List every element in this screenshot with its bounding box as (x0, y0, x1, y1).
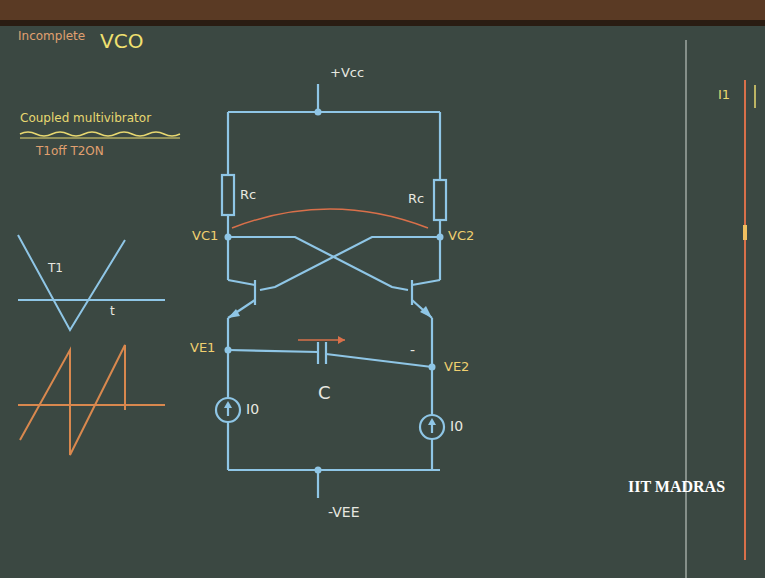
chalk-label: t (110, 305, 115, 318)
board-divider (685, 40, 687, 578)
triangle-wave (18, 235, 165, 330)
chalk-label: +Vcc (330, 66, 364, 80)
chalk-label: C (318, 383, 331, 403)
underline (20, 137, 180, 138)
chalk-label: T1 (48, 262, 63, 275)
chalk-label: Coupled multivibrator (20, 112, 151, 125)
chalk-label: -VEE (328, 505, 360, 520)
chalk-label: Rc (240, 188, 256, 202)
chalk-label: I0 (450, 419, 463, 434)
chalk-label: - (410, 343, 415, 358)
chalk-label: VC1 (192, 229, 218, 243)
wavy-underline (20, 132, 180, 136)
axis-mark (743, 225, 747, 240)
circuit-dots (224, 109, 444, 474)
chalk-label: I0 (246, 402, 259, 417)
chalk-label: VE2 (444, 360, 469, 374)
feedback-arrow (232, 209, 428, 228)
multivibrator-circuit (216, 84, 446, 498)
right-arrow (754, 85, 756, 108)
time-axis (744, 80, 746, 560)
sawtooth-wave (18, 345, 165, 455)
chalk-label: IIT MADRAS (628, 478, 725, 496)
chalk-label: Rc (408, 192, 424, 206)
board-frame-edge (0, 20, 765, 26)
chalk-label: VE1 (190, 341, 215, 355)
current-arrow (298, 339, 345, 341)
chalk-label: Incomplete (18, 30, 85, 43)
chalk-label: I1 (718, 88, 730, 102)
chalk-label: VCO (100, 30, 143, 52)
current-arrowhead (338, 336, 345, 344)
chalk-label: T1off T2ON (36, 145, 104, 158)
chalk-label: VC2 (448, 229, 474, 243)
